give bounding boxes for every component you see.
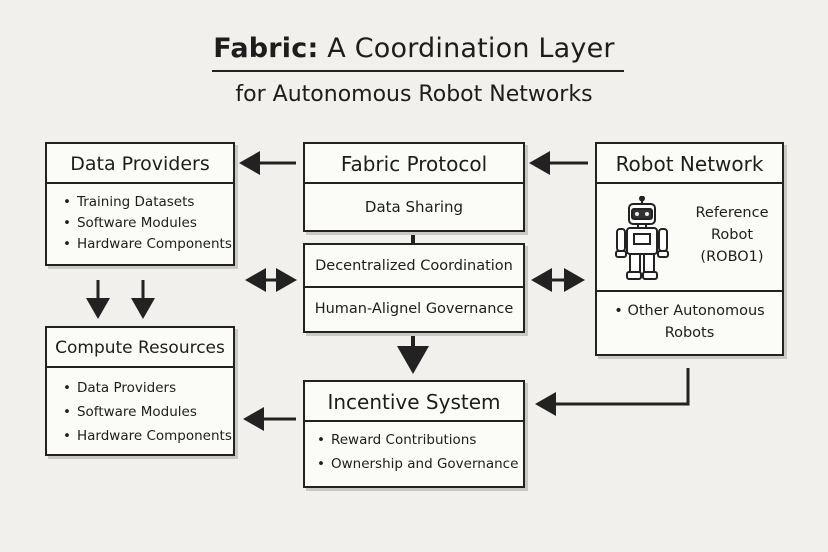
list-item: Software Modules [63,404,233,420]
list-item: Hardware Components [63,428,233,444]
decentralized-coordination-section: Decentralized Coordination [305,245,523,288]
data-providers-title: Data Providers [47,144,233,184]
reference-robot-label-line: (ROBO1) [700,249,764,265]
compute-resources-list: Data Providers Software Modules Hardware… [47,368,233,444]
list-item: Hardware Components [63,236,233,252]
page-subtitle: for Autonomous Robot Networks [235,82,593,107]
data-providers-list: Training Datasets Software Modules Hardw… [47,184,233,252]
other-robots-line: • Other Autonomous [614,303,765,319]
reference-robot-label-line: Robot [710,227,754,243]
incentive-system-box: Incentive System Reward Contributions Ow… [303,380,525,488]
page-title: Fabric: A Coordination Layer [213,33,615,64]
compute-resources-title: Compute Resources [47,328,233,368]
list-item: Ownership and Governance [317,456,523,472]
list-item: Reward Contributions [317,432,523,448]
list-item: Data Providers [63,380,233,396]
governance-section: Human-Alignel Governance [314,301,514,317]
reference-robot-section: Reference Robot (ROBO1) [597,184,782,292]
robot-network-title: Robot Network [597,144,782,184]
fabric-protocol-title: Fabric Protocol [305,144,523,184]
title-underline [212,70,624,72]
robot-icon [615,196,669,280]
robot-network-box: Robot Network [595,142,784,356]
incentive-system-title: Incentive System [305,382,523,422]
other-robots-section: • Other Autonomous Robots [597,292,782,344]
incentive-system-list: Reward Contributions Ownership and Gover… [305,422,523,472]
list-item: Software Modules [63,215,233,231]
list-item: Training Datasets [63,194,233,210]
other-robots-line: Robots [664,325,715,341]
reference-robot-label: Reference Robot (ROBO1) [683,202,781,268]
fabric-protocol-box: Fabric Protocol Data Sharing [303,142,525,232]
compute-resources-box: Compute Resources Data Providers Softwar… [45,326,235,456]
data-sharing-section: Data Sharing [364,198,464,216]
data-providers-box: Data Providers Training Datasets Softwar… [45,142,235,266]
arrow-robot-to-incentive [535,368,690,416]
coordination-box: Decentralized Coordination Human-Alignel… [303,243,525,333]
reference-robot-label-line: Reference [695,205,769,221]
